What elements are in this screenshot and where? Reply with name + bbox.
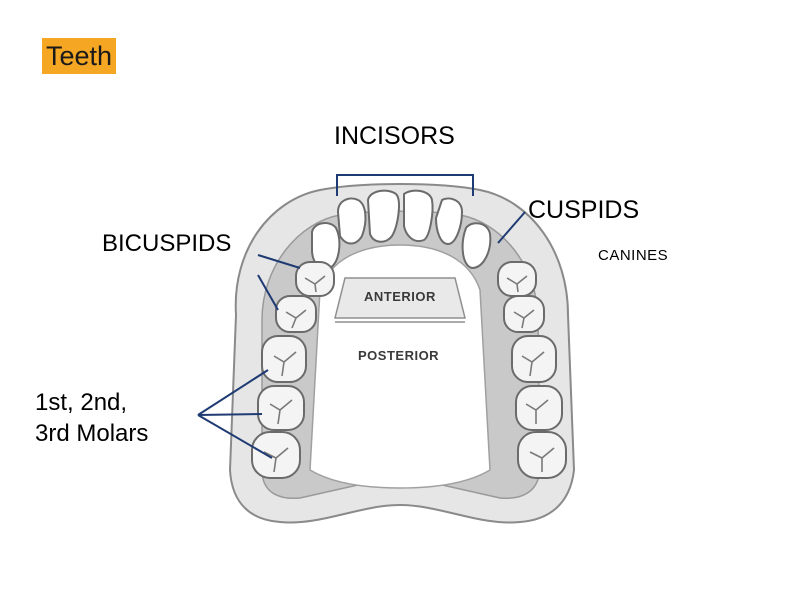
page-title: Teeth bbox=[42, 38, 117, 74]
arch-band bbox=[334, 277, 466, 319]
tooth-left-bicuspid-2 bbox=[275, 295, 317, 333]
molars-pointer-1 bbox=[197, 369, 269, 416]
tooth-incisor-l1 bbox=[366, 189, 400, 243]
incisors-label: INCISORS bbox=[334, 122, 455, 150]
tooth-incisor-r2 bbox=[434, 197, 464, 246]
bicuspids-pointer-2 bbox=[257, 274, 279, 311]
incisors-bracket bbox=[336, 174, 474, 196]
callout-lines bbox=[197, 174, 526, 459]
bicuspids-label: BICUSPIDS bbox=[102, 230, 232, 257]
tooth-canine-right bbox=[461, 222, 492, 270]
canines-group bbox=[311, 222, 492, 270]
molars-label-line2: 3rd Molars bbox=[35, 420, 149, 447]
left-back-teeth bbox=[251, 261, 335, 479]
molars-label-line1: 1st, 2nd, bbox=[35, 389, 128, 416]
tooth-left-molar-3 bbox=[251, 431, 301, 479]
tooth-left-bicuspid-1 bbox=[295, 261, 335, 297]
canines-label: CANINES bbox=[598, 247, 669, 264]
tooth-right-bicuspid-1 bbox=[497, 261, 537, 297]
tooth-right-molar-3 bbox=[517, 431, 567, 479]
tooth-right-bicuspid-2 bbox=[503, 295, 545, 333]
tooth-incisor-l2 bbox=[336, 197, 367, 245]
tooth-left-molar-1 bbox=[261, 335, 307, 383]
molars-pointer-3 bbox=[197, 414, 273, 459]
molars-label: 1st, 2nd, 3rd Molars bbox=[35, 387, 205, 449]
bicuspids-pointer-1 bbox=[257, 254, 301, 269]
molars-pointer-2 bbox=[197, 413, 263, 416]
cuspids-pointer bbox=[497, 211, 526, 244]
tooth-incisor-r1 bbox=[403, 189, 434, 242]
tooth-left-molar-2 bbox=[257, 385, 305, 431]
tooth-right-molar-1 bbox=[511, 335, 557, 383]
anterior-label: ANTERIOR bbox=[364, 289, 436, 304]
posterior-label: POSTERIOR bbox=[358, 348, 439, 363]
incisors-group bbox=[336, 189, 464, 246]
cuspids-label: CUSPIDS bbox=[528, 196, 640, 224]
tooth-grooves bbox=[263, 275, 555, 473]
